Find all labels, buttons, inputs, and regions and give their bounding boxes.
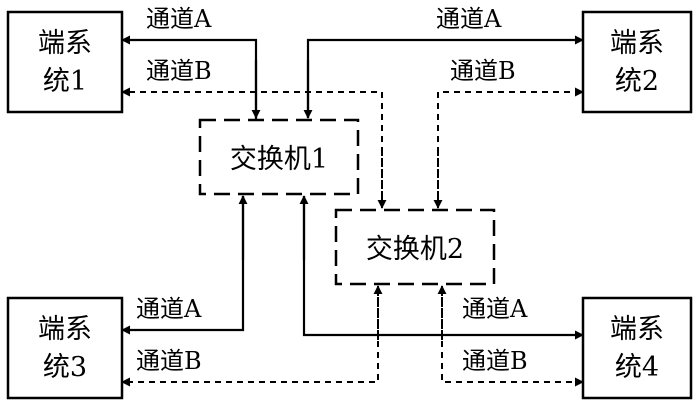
end-system-3: 端系 统3 bbox=[6, 296, 124, 400]
channel-b-es3-sw2 bbox=[121, 286, 379, 387]
switch-2: 交换机2 bbox=[334, 208, 496, 286]
channel-b-sw2-es4 bbox=[441, 286, 584, 387]
edge-label-b-es4: 通道B bbox=[462, 347, 528, 375]
end-system-4: 端系 统4 bbox=[581, 296, 693, 400]
edge-label-a-es1: 通道A bbox=[146, 5, 212, 33]
switch-2-label: 交换机2 bbox=[366, 234, 464, 265]
end-system-3-label-line2: 统3 bbox=[43, 352, 87, 383]
edge-label-b-es2: 通道B bbox=[450, 57, 516, 85]
switch-1-label: 交换机1 bbox=[230, 144, 328, 175]
edge-label-b-es3: 通道B bbox=[136, 347, 202, 375]
end-system-1: 端系 统1 bbox=[6, 10, 124, 114]
channel-a-sw1-es4 bbox=[302, 196, 584, 340]
edge-label-b-es1: 通道B bbox=[146, 57, 212, 85]
end-system-4-label-line2: 统4 bbox=[615, 352, 659, 383]
channel-a-sw1-es2 bbox=[306, 35, 584, 118]
channel-b-sw2-es2 bbox=[437, 87, 584, 208]
end-system-2-label-line1: 端系 bbox=[610, 28, 664, 59]
end-system-2: 端系 统2 bbox=[581, 10, 693, 114]
end-system-3-label-line1: 端系 bbox=[38, 314, 92, 345]
edge-label-a-es4: 通道A bbox=[462, 295, 528, 323]
edge-label-a-es2: 通道A bbox=[436, 5, 502, 33]
switch-1: 交换机1 bbox=[198, 118, 360, 196]
end-system-4-label-line1: 端系 bbox=[610, 314, 664, 345]
edge-label-a-es3: 通道A bbox=[136, 295, 202, 323]
end-system-2-label-line2: 统2 bbox=[615, 66, 659, 97]
channel-b-es1-sw2 bbox=[121, 87, 383, 208]
end-system-1-label-line2: 统1 bbox=[43, 66, 87, 97]
end-system-1-label-line1: 端系 bbox=[38, 28, 92, 59]
